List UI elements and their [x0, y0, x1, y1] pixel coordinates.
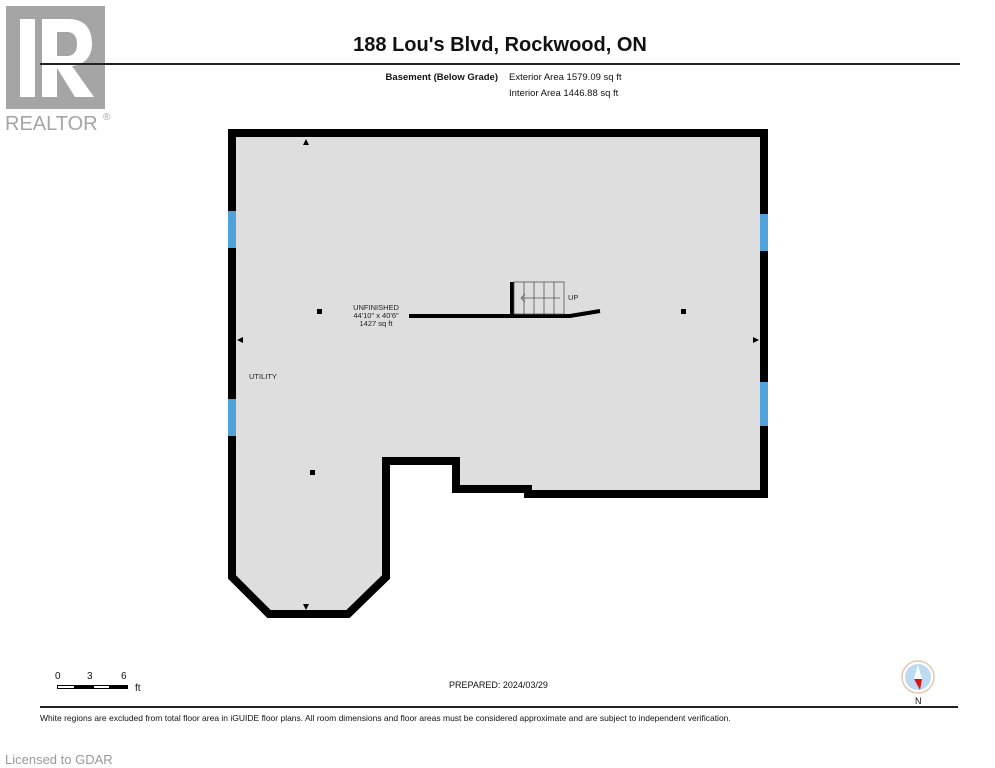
floor-level-label: Basement (Below Grade): [385, 72, 498, 83]
stairs-up-label: UP: [568, 293, 579, 302]
footer-divider: [40, 706, 958, 708]
column-post: [310, 470, 315, 475]
header-divider: [40, 63, 960, 65]
disclaimer-text: White regions are excluded from total fl…: [40, 713, 731, 723]
realtor-logo: REALTOR ®: [0, 0, 118, 136]
scale-unit: ft: [135, 683, 141, 694]
room-name: UNFINISHED: [353, 303, 399, 312]
compass-icon: N: [901, 660, 935, 706]
dimension-marker-right: [753, 337, 759, 343]
scale-segment: [93, 685, 110, 689]
exterior-walls: [228, 129, 768, 618]
scale-bar: 0 3 6 ft: [55, 671, 155, 695]
window-right-upper: [760, 214, 768, 251]
svg-text:REALTOR: REALTOR: [5, 113, 98, 135]
room-area: 1427 sq ft: [359, 319, 393, 328]
window-left-lower: [228, 399, 236, 436]
dimension-marker-top: [303, 139, 309, 145]
exterior-area: Exterior Area 1579.09 sq ft: [509, 72, 622, 83]
room-dimensions: 44'10" x 40'6": [353, 311, 399, 320]
column-post: [681, 309, 686, 314]
window-right-lower: [760, 382, 768, 426]
stairs: [513, 281, 565, 315]
column-post: [317, 309, 322, 314]
compass: N: [900, 659, 936, 707]
room-label-unfinished: UNFINISHED 44'10" x 40'6" 1427 sq ft: [336, 304, 416, 328]
scale-segment: [57, 685, 75, 689]
property-title: 188 Lou's Blvd, Rockwood, ON: [353, 34, 647, 56]
scale-tick: 3: [87, 671, 93, 682]
svg-text:N: N: [915, 696, 922, 706]
dimension-marker-left: [237, 337, 243, 343]
scale-segment: [75, 685, 93, 689]
interior-wall: [409, 309, 601, 318]
svg-text:®: ®: [103, 112, 111, 123]
realtor-r-icon: REALTOR ®: [5, 6, 111, 135]
room-label-utility: UTILITY: [249, 372, 277, 381]
license-watermark: Licensed to GDAR: [5, 752, 113, 767]
floor-area: [232, 133, 764, 614]
scale-segment: [110, 685, 128, 689]
scale-tick: 6: [121, 671, 127, 682]
dimension-marker-bottom: [303, 604, 309, 610]
scale-tick: 0: [55, 671, 61, 682]
prepared-date: PREPARED: 2024/03/29: [449, 680, 548, 690]
window-left-upper: [228, 211, 236, 248]
interior-area: Interior Area 1446.88 sq ft: [509, 88, 619, 99]
